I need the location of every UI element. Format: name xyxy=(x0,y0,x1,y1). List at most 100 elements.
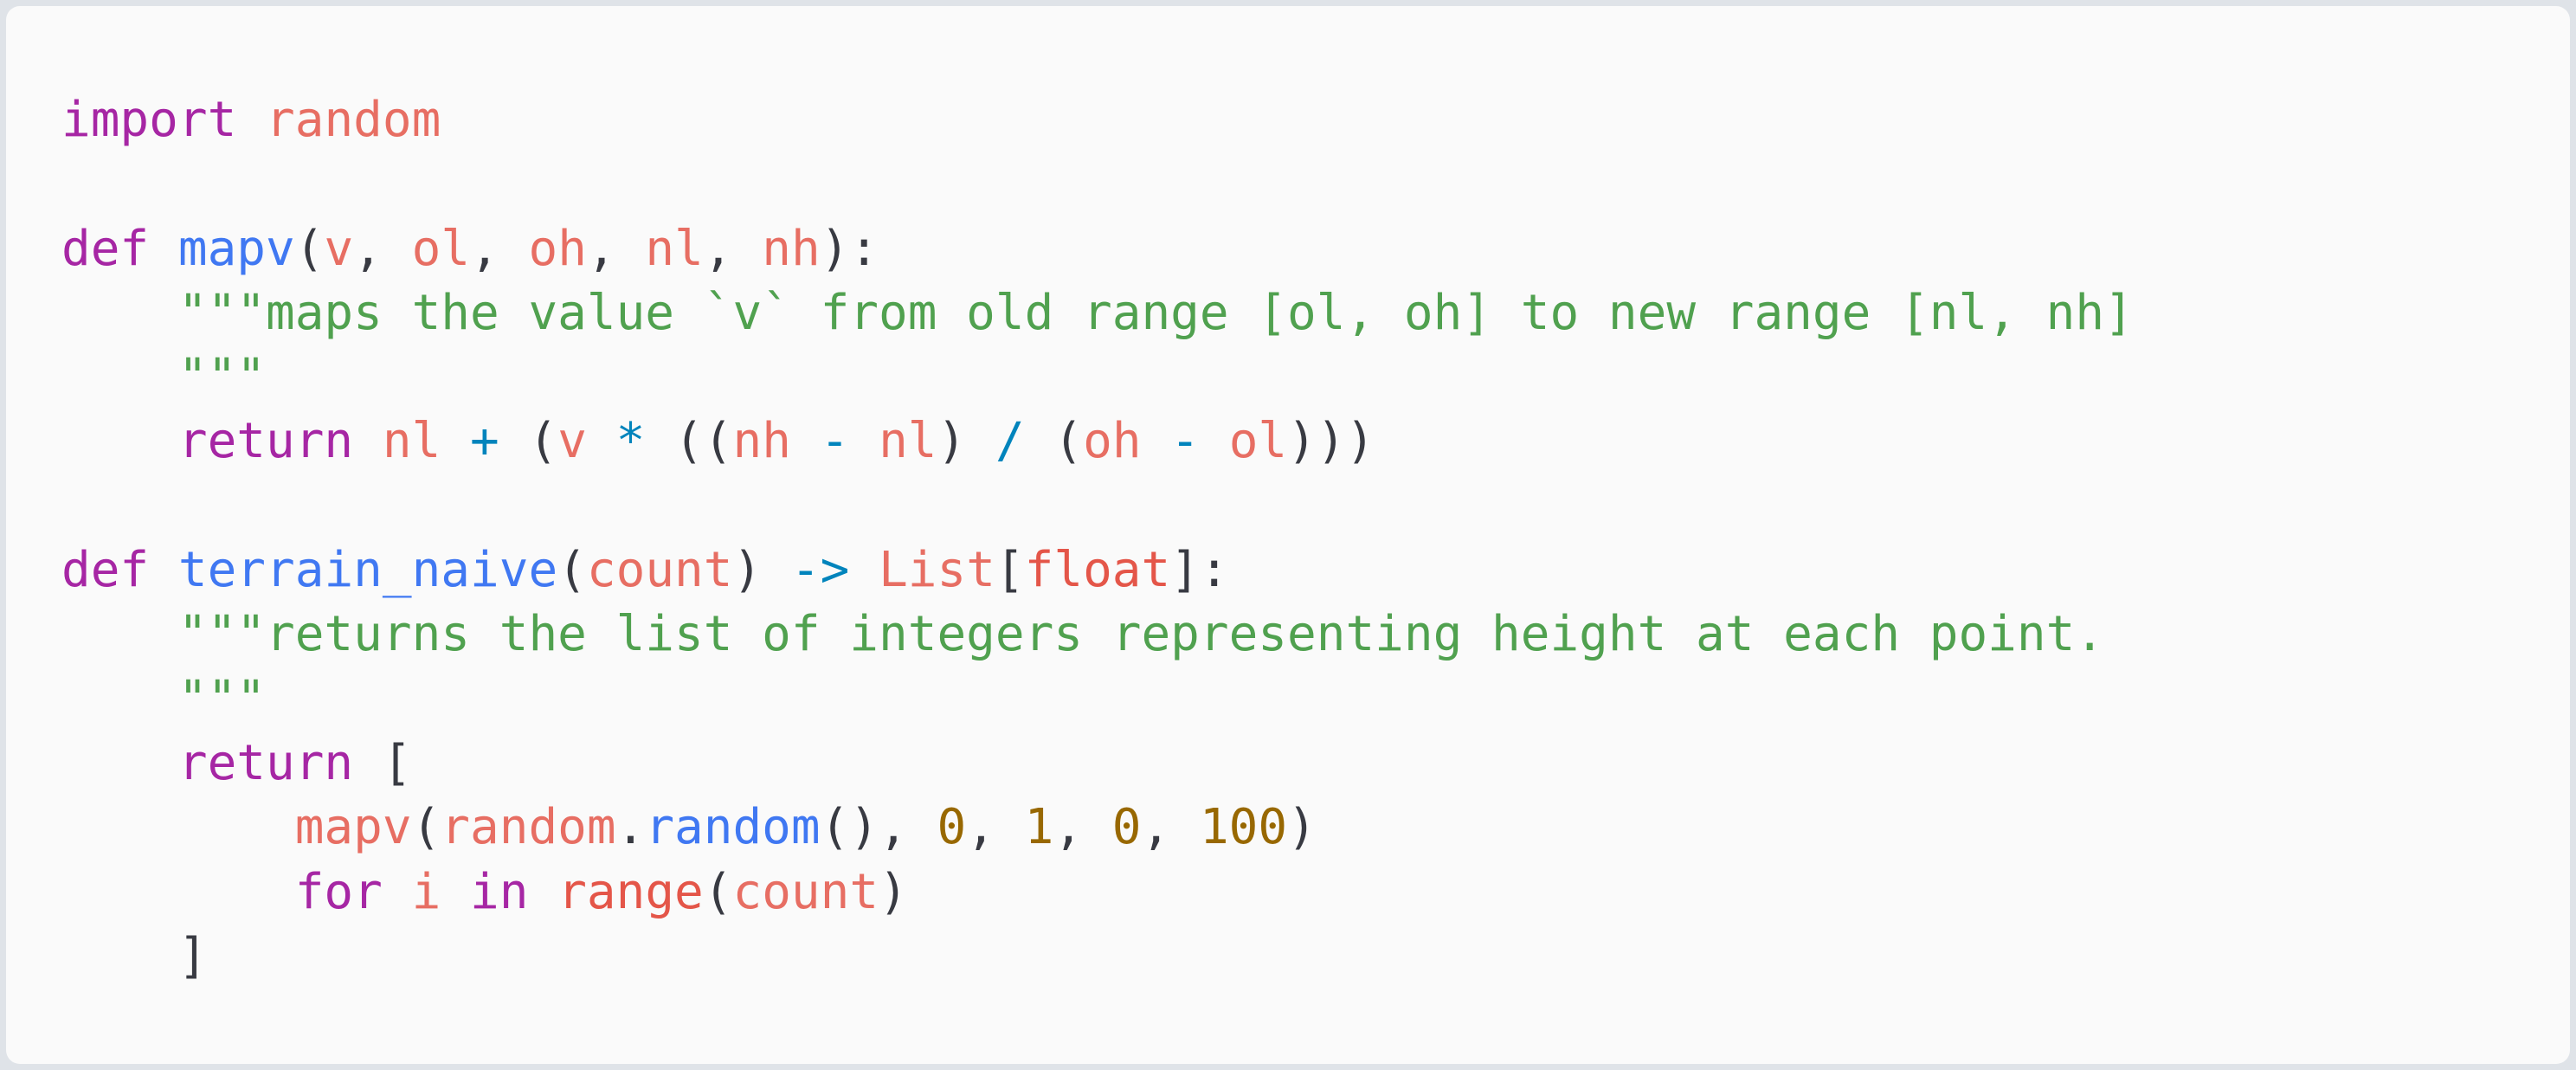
code-token: - xyxy=(820,413,850,470)
code-line: ​ xyxy=(61,474,2570,538)
code-token: ( xyxy=(557,542,587,599)
code-token: def xyxy=(61,220,150,277)
code-token: * xyxy=(615,413,646,470)
code-token xyxy=(587,413,616,469)
code-token: count xyxy=(586,542,733,599)
code-token: , xyxy=(353,220,412,277)
code-token: nl xyxy=(645,220,704,277)
code-token xyxy=(353,413,383,469)
code-token: random xyxy=(645,799,821,856)
code-token: random xyxy=(266,92,441,148)
code-token: ) xyxy=(937,413,995,470)
code-token: nh xyxy=(762,220,821,277)
code-token: range xyxy=(557,863,704,920)
code-line: """ xyxy=(61,345,2570,409)
code-token xyxy=(61,799,295,855)
code-token: nl xyxy=(879,413,937,470)
code-token: [ xyxy=(353,734,412,791)
code-token: ( xyxy=(499,413,558,470)
code-token xyxy=(61,606,178,662)
code-line: """ xyxy=(61,667,2570,732)
code-line: ] xyxy=(61,925,2570,989)
code-token: 1 xyxy=(1024,799,1054,856)
code-token: """ xyxy=(177,670,267,727)
code-token: def xyxy=(61,542,150,599)
code-token: ( xyxy=(294,220,325,277)
code-token xyxy=(441,413,470,469)
code-token xyxy=(849,413,879,469)
code-line: """returns the list of integers represen… xyxy=(61,603,2570,667)
code-token: v xyxy=(557,413,587,470)
code-token: ): xyxy=(820,220,879,277)
code-token: ) xyxy=(732,542,791,599)
code-token: ol xyxy=(1228,413,1288,470)
code-line: """maps the value `v` from old range [ol… xyxy=(61,281,2570,345)
code-line: for i in range(count) xyxy=(61,861,2570,925)
code-token: """maps the value `v` from old range [ol… xyxy=(177,284,2134,341)
code-token xyxy=(528,864,557,920)
code-token xyxy=(791,413,821,469)
code-line: def mapv(v, ol, oh, nl, nh): xyxy=(61,217,2570,281)
code-token xyxy=(61,735,178,791)
code-token: . xyxy=(615,799,646,856)
code-token xyxy=(61,413,178,469)
code-token xyxy=(1200,413,1229,469)
code-token: mapv xyxy=(294,799,412,856)
code-line: return [ xyxy=(61,732,2570,796)
code-token: ( xyxy=(411,799,441,856)
code-token: oh xyxy=(1083,413,1142,470)
code-token: nh xyxy=(732,413,791,470)
code-line: mapv(random.random(), 0, 1, 0, 100) xyxy=(61,796,2570,860)
code-token xyxy=(441,864,470,920)
code-token: random xyxy=(441,799,616,856)
code-token xyxy=(61,285,178,341)
code-line: ​ xyxy=(61,152,2570,216)
code-token: terrain_naive xyxy=(177,542,558,599)
code-token: v xyxy=(324,220,354,277)
code-token: , xyxy=(1053,799,1112,856)
code-token: return xyxy=(177,734,354,791)
code-token: import xyxy=(61,92,237,148)
code-token: - xyxy=(1170,413,1200,470)
code-token xyxy=(849,542,879,598)
code-token: return xyxy=(177,413,354,470)
code-token: """returns the list of integers represen… xyxy=(177,606,2105,663)
code-token: float xyxy=(1024,542,1171,599)
code-token: ))) xyxy=(1287,413,1375,470)
code-token: ( xyxy=(703,863,733,920)
code-token xyxy=(61,349,178,405)
code-token: -> xyxy=(790,542,850,599)
code-token: for xyxy=(294,863,383,920)
code-token xyxy=(61,864,295,920)
code-token xyxy=(383,864,412,920)
code-token: i xyxy=(411,863,441,920)
code-token: oh xyxy=(528,220,587,277)
code-token: (( xyxy=(645,413,733,470)
code-token: / xyxy=(995,413,1025,470)
code-token: , xyxy=(470,220,529,277)
code-token: [ xyxy=(995,542,1025,599)
code-token: ] xyxy=(61,927,208,984)
code-line: def terrain_naive(count) -> List[float]: xyxy=(61,538,2570,603)
code-token: nl xyxy=(382,413,441,470)
code-token xyxy=(149,542,178,598)
code-block: import random​def mapv(v, ol, oh, nl, nh… xyxy=(6,6,2570,1064)
code-token: (), xyxy=(820,799,937,856)
code-token xyxy=(149,221,178,277)
code-token: in xyxy=(470,863,529,920)
code-token: + xyxy=(470,413,499,470)
code-token: ) xyxy=(1287,799,1317,856)
code-token: 0 xyxy=(1111,799,1142,856)
code-token: ) xyxy=(879,863,908,920)
code-token: mapv xyxy=(177,220,295,277)
code-token: """ xyxy=(177,349,267,406)
code-token: ol xyxy=(411,220,471,277)
code-token: , xyxy=(703,220,763,277)
code-content: import random​def mapv(v, ol, oh, nl, nh… xyxy=(6,6,2570,1064)
code-token: ( xyxy=(1024,413,1084,470)
code-line: import random xyxy=(61,88,2570,152)
code-line: return nl + (v * ((nh - nl) / (oh - ol))… xyxy=(61,409,2570,474)
code-token: , xyxy=(1141,799,1200,856)
code-token: List xyxy=(879,542,995,599)
code-token xyxy=(236,92,266,148)
